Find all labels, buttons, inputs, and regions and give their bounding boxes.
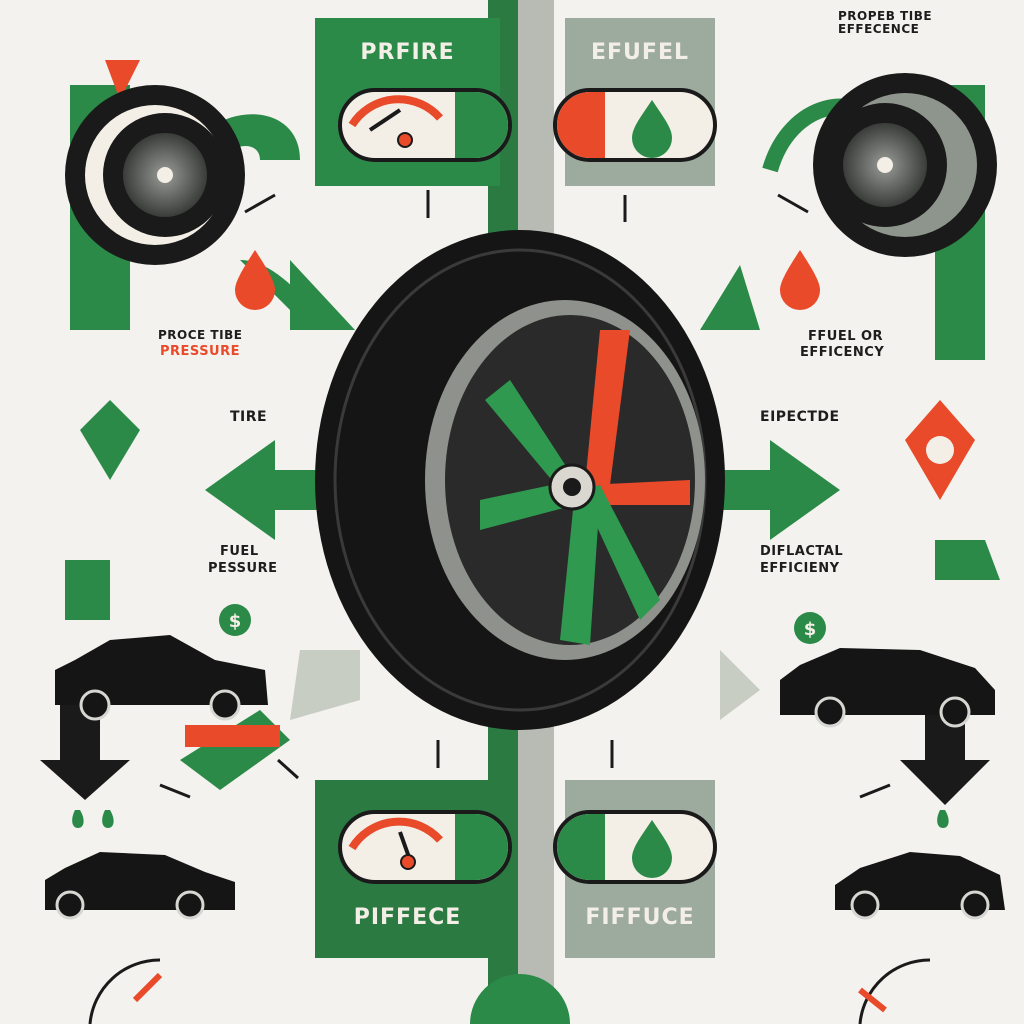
svg-text:$: $ (804, 619, 817, 640)
bottom-left-panel (315, 780, 512, 958)
tire-icon (65, 85, 245, 265)
svg-text:$: $ (229, 611, 242, 632)
label-fuel-pressure-line1: FUEL (220, 544, 259, 559)
car-icon (45, 852, 235, 920)
label-fuel-efficiency-line1: FFUEL OR (808, 329, 884, 344)
label-fuel-efficiency-line2: EFFICENCY (800, 345, 885, 360)
tire-icon (315, 230, 725, 730)
gauge-icon (338, 810, 512, 884)
bottom-right-panel (553, 780, 717, 958)
fuel-drop-icon (553, 810, 717, 884)
top-left-panel (315, 18, 512, 186)
small-arrows (159, 190, 891, 799)
gauge-icon (338, 88, 512, 162)
label-differential-line2: EFFICIENY (760, 561, 840, 576)
panel-title-bottom-right: FIFFUCE (585, 905, 695, 930)
label-expected: EIPECTDE (760, 409, 840, 425)
label-tire: TIRE (230, 409, 268, 425)
label-proper-tire-pressure-line2: PRESSURE (160, 344, 241, 359)
label-differential-line1: DIFLACTAL (760, 544, 844, 559)
panel-title-top-left: PRFIRE (360, 40, 455, 65)
fuel-drop-icon (72, 250, 975, 828)
top-right-panel (553, 18, 717, 186)
dollar-icon: $ $ (219, 604, 826, 644)
fuel-drop-icon (553, 88, 717, 162)
car-icon (780, 648, 995, 728)
car-icon (55, 635, 280, 747)
gauge-icon (88, 958, 931, 1024)
label-proper-tire-pressure-line1: PROCE TIBE (158, 328, 243, 342)
panel-title-top-right: EFUFEL (591, 40, 689, 65)
tire-icon (813, 73, 997, 257)
car-icon (835, 852, 1005, 920)
label-fuel-pressure-line2: PESSURE (208, 561, 278, 576)
label-proper-tire-efficiency: PROPEB TIBE EFFECENCE (838, 9, 933, 36)
panel-title-bottom-left: PIFFECE (353, 905, 462, 930)
